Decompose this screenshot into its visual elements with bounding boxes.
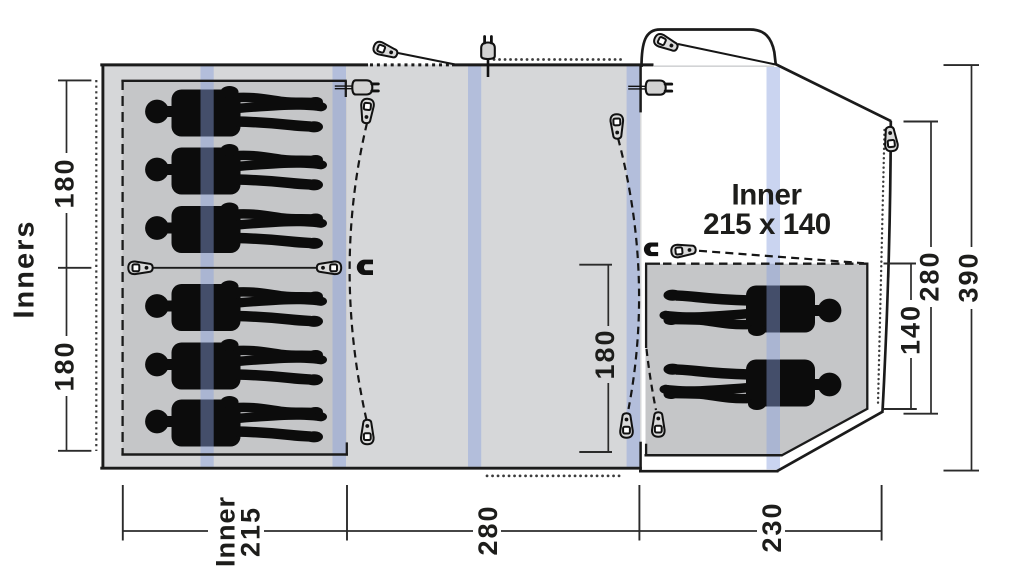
svg-text:390: 390	[954, 251, 984, 302]
svg-text:280: 280	[915, 250, 945, 301]
svg-text:180: 180	[50, 157, 80, 208]
svg-text:280: 280	[473, 504, 503, 555]
svg-text:140: 140	[896, 304, 926, 355]
svg-text:215 x 140: 215 x 140	[703, 208, 831, 241]
svg-text:Inner: Inner	[211, 496, 241, 567]
svg-text:180: 180	[50, 340, 80, 391]
svg-text:Inner: Inner	[731, 179, 802, 212]
svg-text:Inners: Inners	[9, 219, 41, 318]
svg-text:230: 230	[757, 501, 787, 552]
svg-text:215: 215	[236, 506, 266, 557]
svg-text:180: 180	[590, 328, 620, 379]
